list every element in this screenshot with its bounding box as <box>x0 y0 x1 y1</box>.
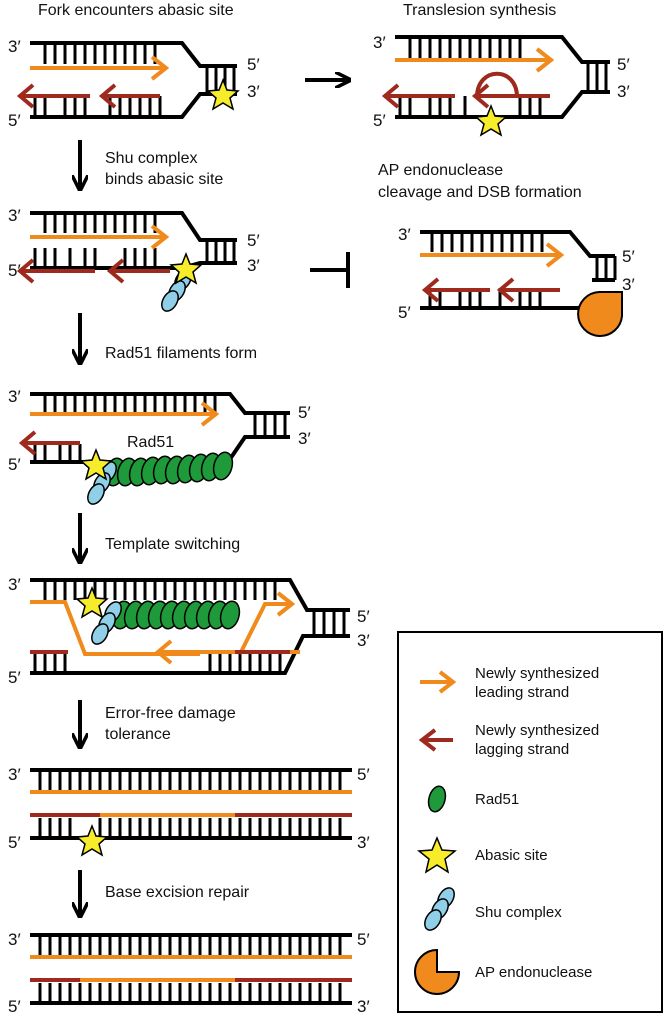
end-label: 5′ <box>247 231 260 250</box>
end-label: 5′ <box>8 261 21 280</box>
abasic-site-star <box>79 447 113 481</box>
end-label: 5′ <box>357 607 370 626</box>
end-label: 5′ <box>357 765 370 784</box>
legend-label: AP endonuclease <box>475 964 592 981</box>
abasic-site-star <box>474 103 508 137</box>
step-template-switching: Template switching <box>105 536 240 553</box>
legend-box <box>397 631 663 1013</box>
shu-complex <box>91 601 122 645</box>
abasic-site-star <box>206 77 240 111</box>
step-ber: Base excision repair <box>105 884 250 901</box>
panel-ap-endonuclease: 3′ 5′ 5′ 3′ <box>398 225 635 337</box>
panel-rad51-filaments: 3′ 5′ 5′ 3′ Rad51 <box>8 387 311 505</box>
legend-label: leading strand <box>475 684 569 701</box>
shu-complex-icon <box>424 887 455 931</box>
step-shu-line2: binds abasic site <box>105 171 223 188</box>
title-translesion: Translesion synthesis <box>403 2 556 19</box>
end-label: 5′ <box>357 930 370 949</box>
orange-arrow-icon <box>420 670 457 694</box>
legend-item-lagging: Newly synthesized lagging strand <box>418 722 599 758</box>
rad51-filament <box>111 600 241 630</box>
end-label: 3′ <box>8 575 21 594</box>
end-label: 5′ <box>8 997 21 1016</box>
end-label: 5′ <box>298 403 311 422</box>
inhibition-symbol <box>310 252 350 288</box>
end-label: 5′ <box>617 55 630 74</box>
title-fork-encounters: Fork encounters abasic site <box>38 2 234 19</box>
ap-endonuclease-pacman <box>577 291 623 337</box>
panel-base-excision: 3′ 5′ 5′ 3′ <box>8 930 370 1016</box>
legend-label: Rad51 <box>475 791 519 808</box>
step-rad51: Rad51 filaments form <box>105 345 257 362</box>
green-ellipse-icon <box>427 785 447 813</box>
panel-shu-binds: 3′ 5′ 5′ 3′ <box>8 206 260 312</box>
legend-label: Shu complex <box>475 904 562 921</box>
legend: Newly synthesized leading strand Newly s… <box>397 631 663 1013</box>
end-label: 3′ <box>298 429 311 448</box>
end-label: 3′ <box>8 206 21 225</box>
end-label: 5′ <box>8 833 21 852</box>
legend-item-rad51: Rad51 <box>427 785 519 813</box>
legend-label: lagging strand <box>475 741 569 758</box>
end-label: 5′ <box>622 247 635 266</box>
yellow-star-icon <box>417 836 457 874</box>
end-label: 5′ <box>8 668 21 687</box>
red-arrow-icon <box>418 728 453 752</box>
panel-template-switching: 3′ 5′ 5′ 3′ <box>8 575 370 687</box>
end-label: 3′ <box>398 225 411 244</box>
end-label: 3′ <box>357 997 370 1016</box>
end-label: 3′ <box>247 256 260 275</box>
legend-item-abasic: Abasic site <box>417 836 548 874</box>
rad51-filament <box>104 451 234 487</box>
end-label: 3′ <box>622 275 635 294</box>
rad51-label: Rad51 <box>127 434 174 451</box>
abasic-site-star <box>75 585 109 619</box>
legend-item-ap: AP endonuclease <box>414 948 592 995</box>
legend-item-shu: Shu complex <box>424 887 562 931</box>
panel-error-free: 3′ 5′ 5′ 3′ <box>8 765 370 857</box>
end-label: 5′ <box>8 455 21 474</box>
step-eft-line2: tolerance <box>105 726 171 743</box>
panel-fork-encounters: 3′ 5′ 5′ 3′ <box>8 37 260 130</box>
end-label: 3′ <box>8 37 21 56</box>
end-label: 5′ <box>398 303 411 322</box>
legend-label: Abasic site <box>475 847 548 864</box>
step-ap-line2: cleavage and DSB formation <box>378 184 582 201</box>
end-label: 5′ <box>373 111 386 130</box>
pacman-icon <box>414 948 461 995</box>
legend-label: Newly synthesized <box>475 665 599 682</box>
end-label: 3′ <box>357 631 370 650</box>
abasic-site-star <box>169 251 203 285</box>
end-label: 3′ <box>8 387 21 406</box>
end-label: 5′ <box>247 55 260 74</box>
end-label: 3′ <box>617 82 630 101</box>
end-label: 3′ <box>373 33 386 52</box>
abasic-site-star <box>75 823 109 857</box>
end-label: 3′ <box>8 930 21 949</box>
end-label: 3′ <box>8 765 21 784</box>
end-label: 3′ <box>357 833 370 852</box>
legend-label: Newly synthesized <box>475 722 599 739</box>
step-shu-line1: Shu complex <box>105 150 198 167</box>
panel-translesion: 3′ 5′ 5′ 3′ <box>373 33 630 137</box>
end-label: 5′ <box>8 111 21 130</box>
step-ap-line1: AP endonuclease <box>378 162 503 179</box>
end-label: 3′ <box>247 82 260 101</box>
step-eft-line1: Error-free damage <box>105 705 236 722</box>
legend-item-leading: Newly synthesized leading strand <box>420 665 599 701</box>
